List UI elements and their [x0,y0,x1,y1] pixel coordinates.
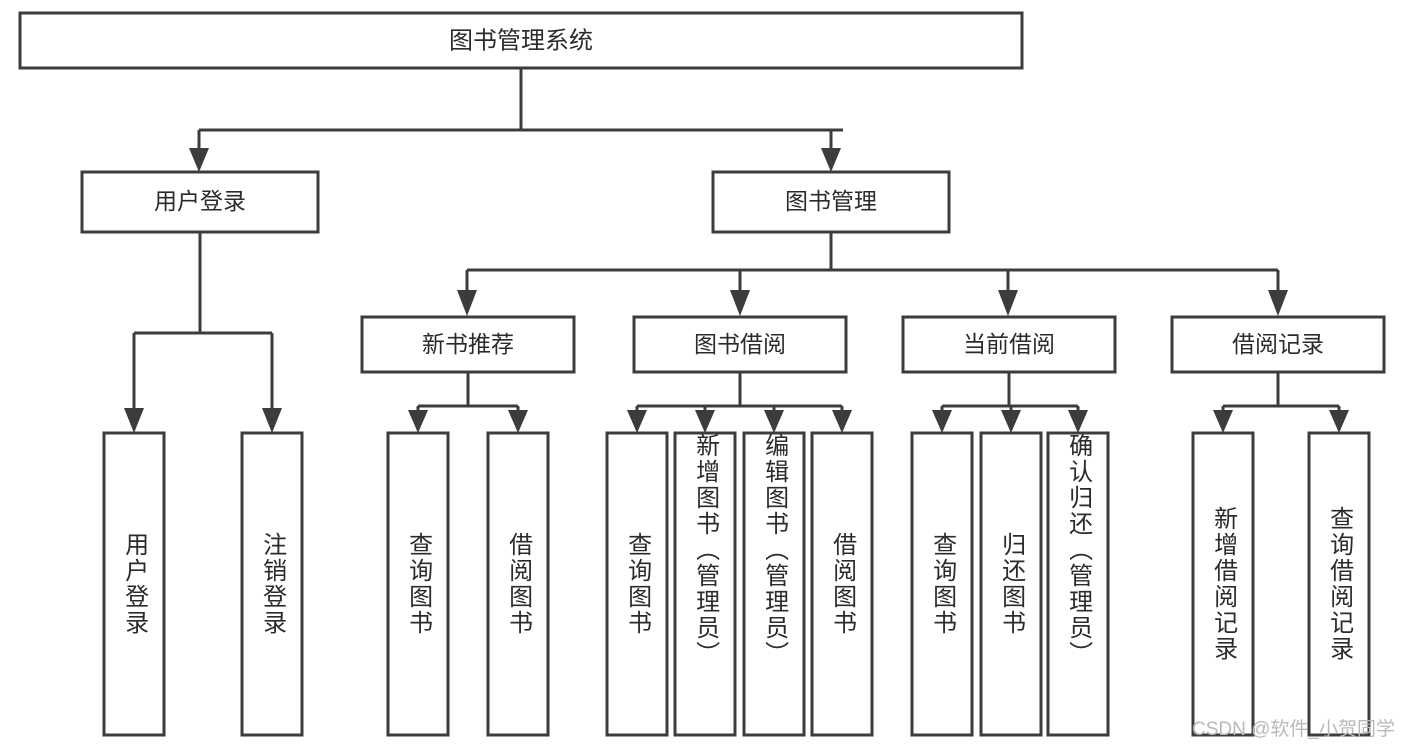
leaf-box-user-login[interactable] [102,431,166,737]
connector-current-borrow-to-leaves [932,372,1088,433]
node-new-book-recommend[interactable]: 新书推荐 [360,315,576,374]
leaf-box-query-record[interactable] [1307,431,1371,737]
node-current-borrow-box [901,315,1117,374]
node-user-login[interactable]: 用户登录 [80,170,320,234]
leaf-box-query-book-3[interactable] [910,431,974,737]
node-book-manage[interactable]: 图书管理 [711,170,951,234]
node-new-book-recommend-label: 新书推荐 [422,331,514,357]
arrow-to-current-borrow [998,290,1018,316]
node-root-box [18,11,1024,70]
node-user-login-label: 用户登录 [154,188,246,214]
arrow-to-user-login [189,148,209,172]
node-user-login-box [80,170,320,234]
arrow-to-leaf-return-book [1001,410,1021,433]
leaf-box-query-book-1[interactable] [386,431,450,737]
connector-user-login-to-leaves [124,232,282,433]
arrow-to-leaf-edit-book [764,410,784,433]
arrow-to-leaf-add-book [695,410,715,433]
leaf-box-return-book[interactable] [979,431,1043,737]
leaf-box-borrow-book-1[interactable] [486,431,550,737]
arrow-to-leaf-borrow-book-1 [508,410,528,433]
arrow-to-new-book-recommend [457,290,477,316]
arrow-to-leaf-confirm-return [1068,410,1088,433]
connector-new-book-recommend-to-leaves [408,372,528,433]
arrow-to-leaf-query-book-1 [408,410,428,433]
leaf-box-add-record[interactable] [1191,431,1255,737]
arrow-to-leaf-user-logout [262,408,282,433]
arrow-to-borrow-record [1268,290,1288,316]
leaf-box-query-book-2[interactable] [605,431,669,737]
node-book-manage-label: 图书管理 [785,188,877,214]
node-book-borrow[interactable]: 图书借阅 [632,315,848,374]
connector-book-borrow-to-leaves [627,372,852,433]
connector-root-to-level2 [189,68,843,172]
node-current-borrow-label: 当前借阅 [963,331,1055,357]
node-root[interactable]: 图书管理系统 [18,11,1024,70]
arrow-to-leaf-query-book-3 [932,410,952,433]
leaf-box-confirm-return[interactable] [1046,431,1110,737]
arrow-to-leaf-query-book-2 [627,410,647,433]
arrow-to-leaf-query-record [1329,410,1349,433]
arrow-to-book-manage [821,148,841,172]
node-borrow-record-label: 借阅记录 [1232,331,1324,357]
leaf-box-user-logout[interactable] [240,431,304,737]
leaf-box-edit-book[interactable] [742,431,806,737]
leaf-box-add-book[interactable] [673,431,737,737]
node-borrow-record[interactable]: 借阅记录 [1170,315,1386,374]
arrow-to-leaf-add-record [1213,410,1233,433]
arrow-to-book-borrow [730,290,750,316]
arrow-to-leaf-user-login [124,408,144,433]
node-current-borrow[interactable]: 当前借阅 [901,315,1117,374]
node-book-borrow-label: 图书借阅 [694,331,786,357]
leaf-box-borrow-book-2[interactable] [810,431,874,737]
arrow-to-leaf-borrow-book-2 [832,410,852,433]
node-root-label: 图书管理系统 [449,27,593,54]
connector-borrow-record-to-leaves [1213,372,1349,433]
connector-book-manage-to-level3 [457,232,1288,316]
node-new-book-recommend-box [360,315,576,374]
